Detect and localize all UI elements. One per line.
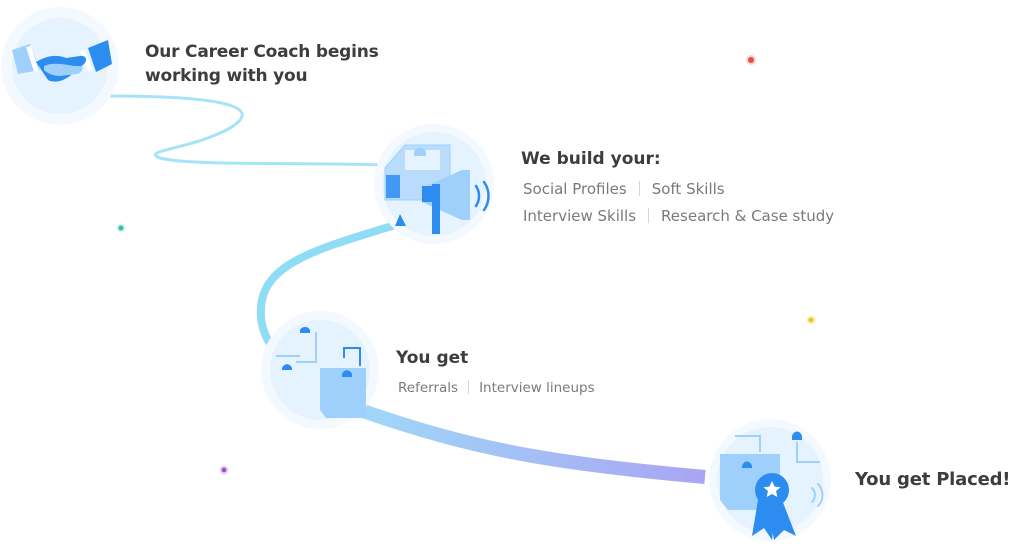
award-ribbon-icon	[720, 431, 824, 540]
network-icon	[276, 327, 366, 418]
item-interview-lineups: Interview lineups	[479, 380, 595, 396]
step-1-node	[1, 7, 119, 125]
item-soft-skills: Soft Skills	[651, 180, 725, 198]
item-interview-skills: Interview Skills	[523, 207, 637, 225]
step-1-title: Our Career Coach begins working with you	[145, 42, 379, 86]
step-4-node	[709, 419, 831, 541]
decor-dot-red	[746, 55, 756, 65]
decor-dot-yellow	[806, 315, 816, 325]
step-2-title: We build your:	[521, 149, 661, 169]
step-4-title: You get Placed!	[855, 469, 1011, 490]
decor-dot-teal	[116, 223, 126, 233]
step-2-node	[374, 124, 494, 244]
step-3-items: Referrals Interview lineups	[398, 380, 595, 396]
item-referrals: Referrals	[398, 380, 459, 396]
divider	[648, 208, 650, 223]
handshake-icon	[12, 40, 112, 82]
step-2-items-row-1: Social Profiles Soft Skills	[523, 180, 725, 198]
step-3-node	[261, 311, 379, 429]
connector-2-3	[256, 222, 396, 356]
step-2-items-row-2: Interview Skills Research & Case study	[523, 207, 834, 225]
decor-dot-purple	[219, 465, 229, 475]
divider	[638, 181, 640, 196]
connector-3-4	[357, 403, 706, 484]
connector-1-2	[108, 94, 386, 167]
divider	[468, 380, 470, 394]
megaphone-icon	[384, 144, 490, 234]
item-research-case-study: Research & Case study	[661, 207, 835, 225]
item-social-profiles: Social Profiles	[523, 180, 627, 198]
step-3-title: You get	[396, 348, 469, 368]
